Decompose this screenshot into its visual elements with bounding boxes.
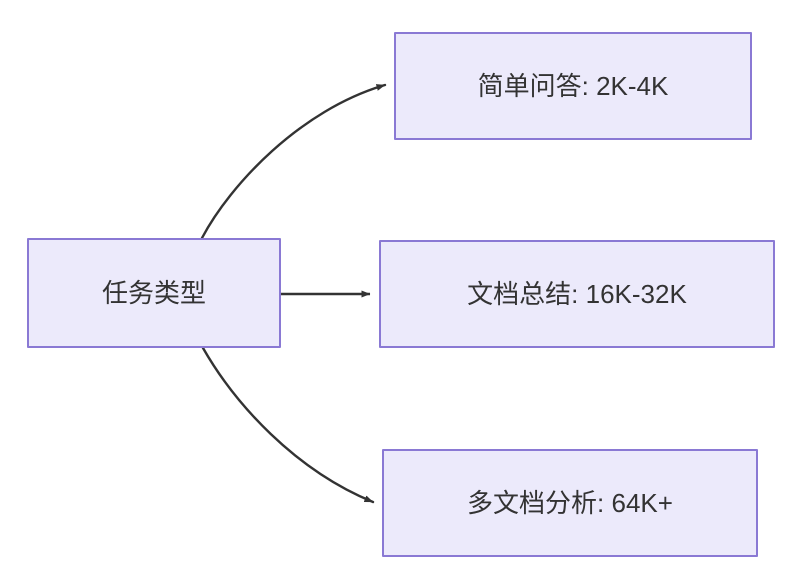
- node-task-type[interactable]: 任务类型: [27, 238, 281, 348]
- node-simple-qa[interactable]: 简单问答: 2K-4K: [394, 32, 752, 140]
- node-multi-doc-analysis-label: 多文档分析: 64K+: [467, 487, 673, 518]
- node-doc-summary[interactable]: 文档总结: 16K-32K: [379, 240, 775, 348]
- node-doc-summary-label: 文档总结: 16K-32K: [467, 278, 687, 309]
- edge-to-simple-qa: [200, 83, 387, 240]
- node-multi-doc-analysis[interactable]: 多文档分析: 64K+: [382, 449, 758, 557]
- edge-to-multi-doc: [201, 346, 375, 504]
- node-simple-qa-label: 简单问答: 2K-4K: [477, 70, 669, 101]
- node-task-type-label: 任务类型: [101, 277, 206, 308]
